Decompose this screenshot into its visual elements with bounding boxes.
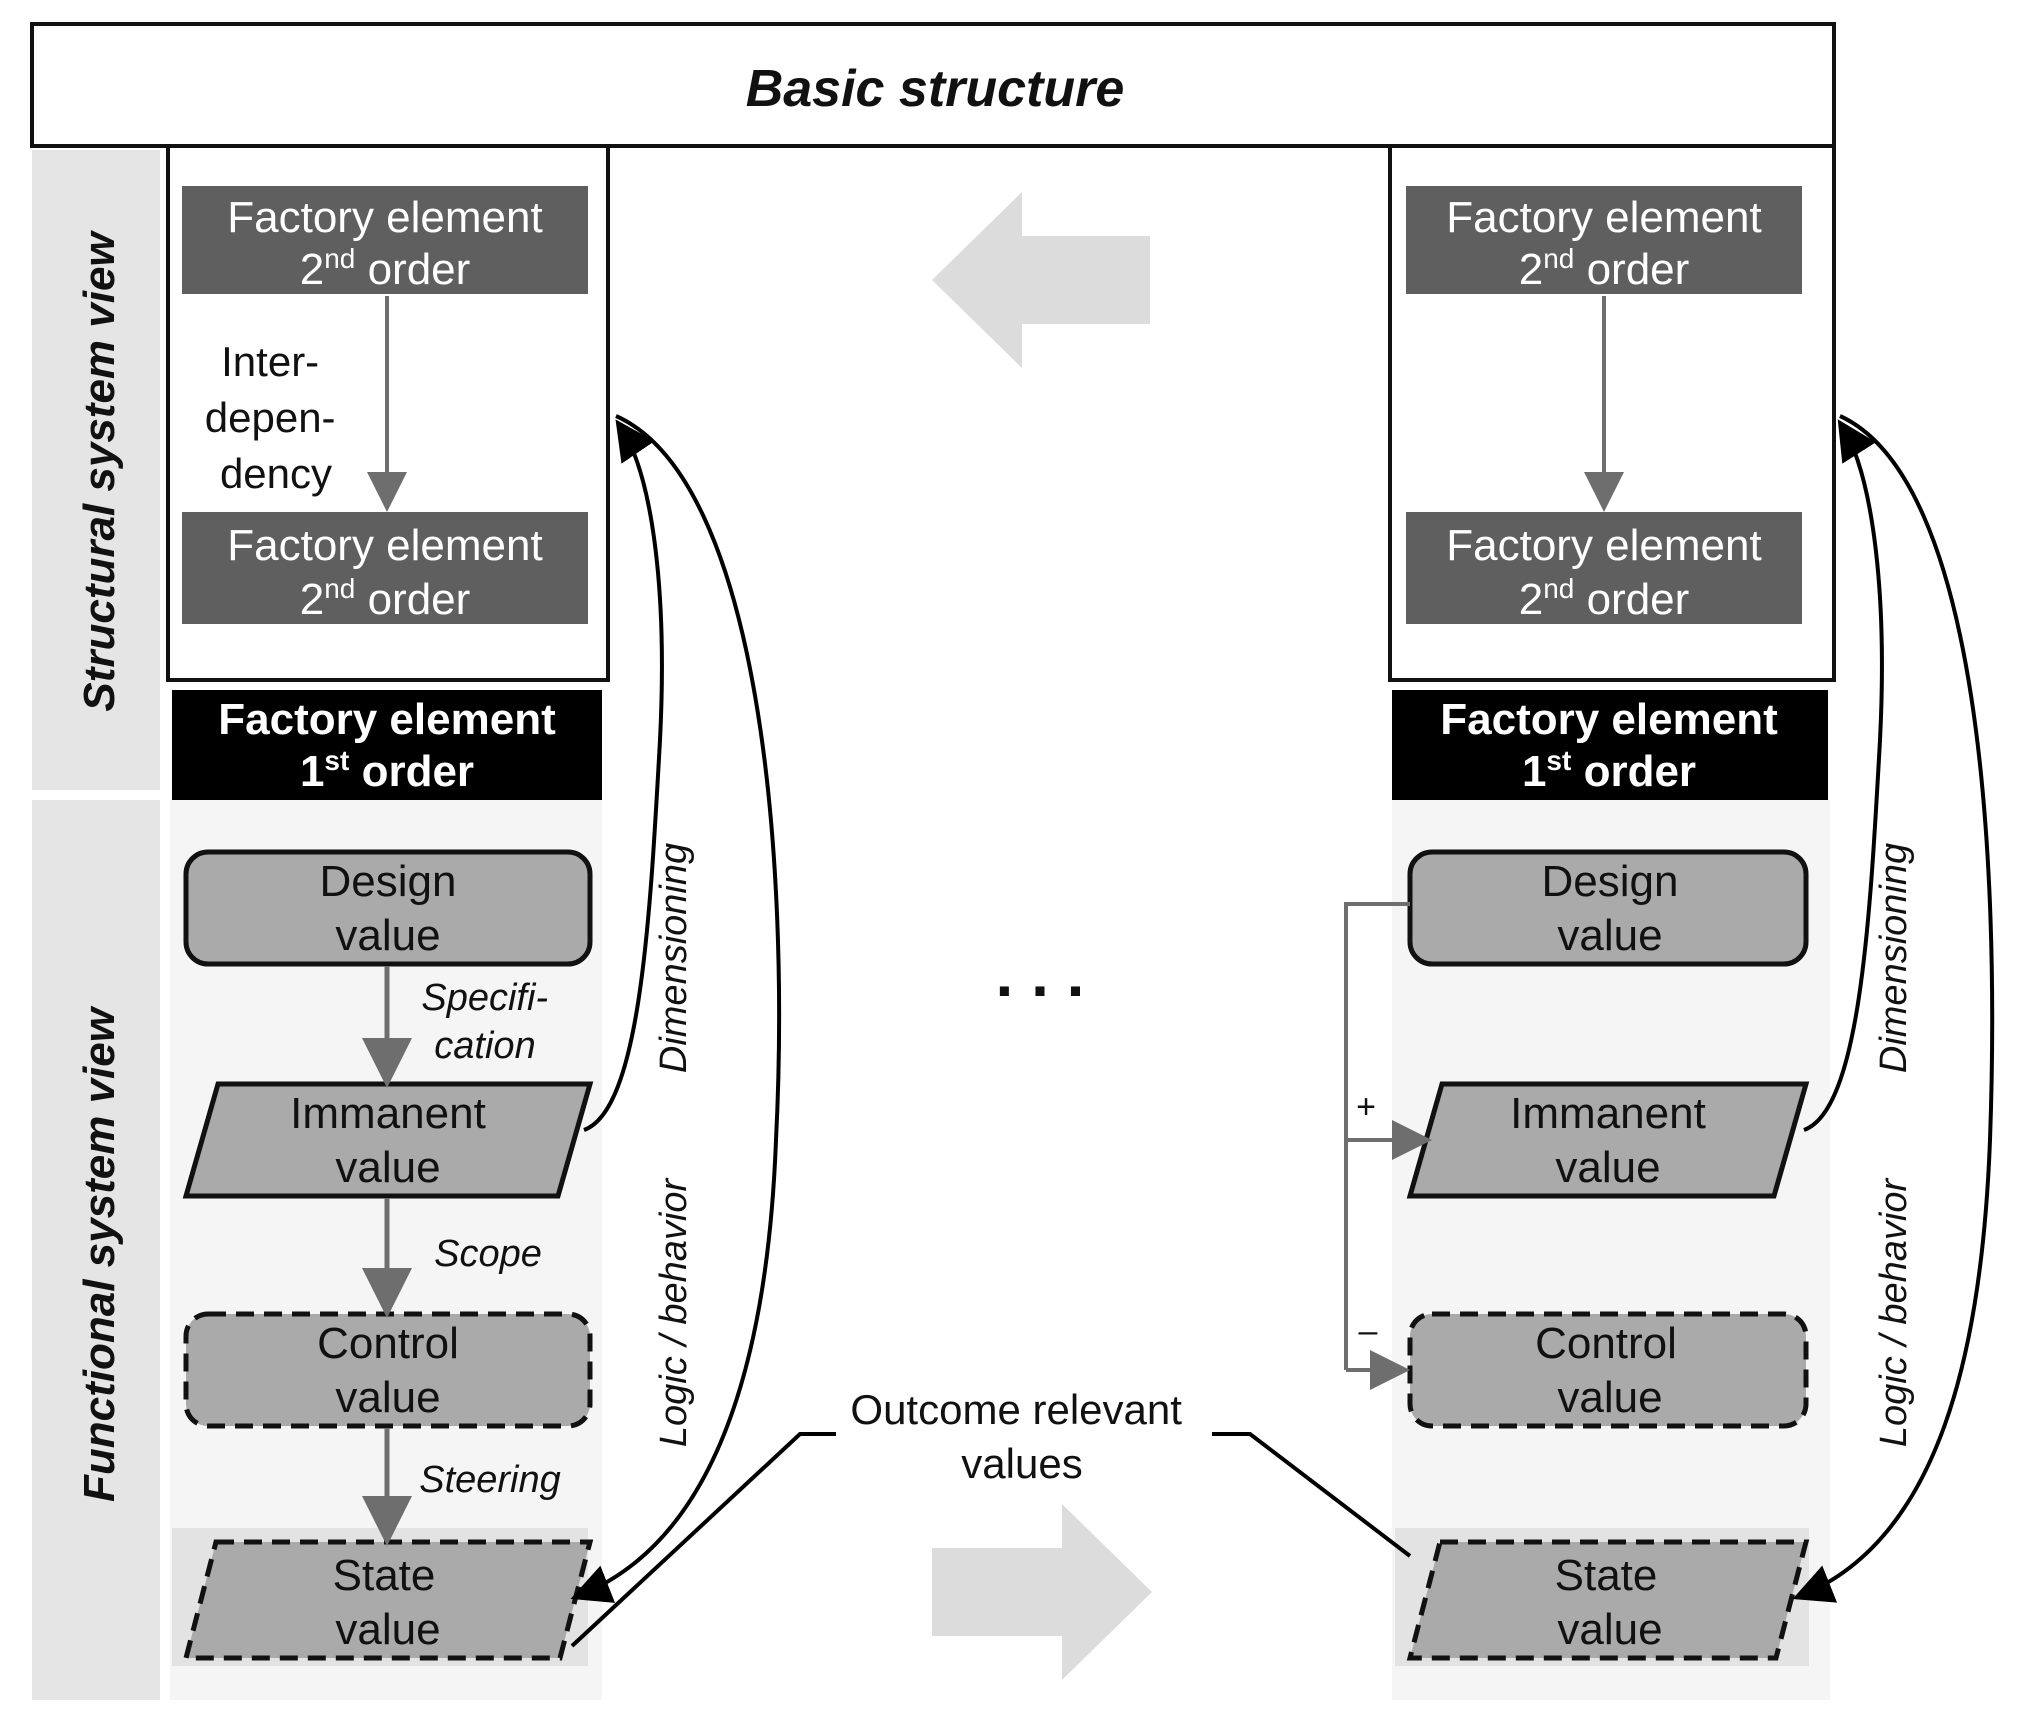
- left-design-value-node: Design value: [183, 849, 593, 967]
- steering-label: Steering: [419, 1459, 561, 1501]
- ellipsis: . . .: [996, 938, 1085, 1010]
- svg-text:Design: Design: [320, 857, 457, 906]
- left-state-value-node: State value: [182, 1539, 594, 1661]
- right-dimensioning-label: Dimensioning: [1873, 843, 1915, 1073]
- svg-text:State: State: [333, 1551, 436, 1600]
- right-logic-curve: [1792, 414, 1995, 1603]
- left-logic-curve: [570, 414, 782, 1603]
- svg-text:Factory element: Factory element: [227, 193, 542, 242]
- outcome-right-leader: [1212, 1432, 1412, 1558]
- outcome-relevant-label: Outcome relevant values: [850, 1386, 1193, 1487]
- svg-text:2nd order: 2nd order: [300, 573, 471, 624]
- svg-text:value: value: [1557, 1605, 1662, 1654]
- svg-text:Factory element: Factory element: [1446, 521, 1761, 570]
- svg-text:value: value: [1557, 911, 1662, 960]
- right-factory-element-2nd-top: Factory element 2nd order: [1406, 186, 1802, 294]
- svg-text:Immanent: Immanent: [290, 1089, 486, 1138]
- svg-text:value: value: [1557, 1373, 1662, 1422]
- svg-text:2nd order: 2nd order: [1519, 243, 1690, 294]
- svg-text:Factory element: Factory element: [1440, 695, 1778, 744]
- svg-text:Control: Control: [1535, 1319, 1677, 1368]
- right-pointing-arrow: [932, 1504, 1152, 1680]
- plus-sign: +: [1356, 1088, 1376, 1126]
- svg-text:value: value: [1555, 1143, 1660, 1192]
- functional-view-label: Functional system view: [75, 1005, 124, 1502]
- right-dimensioning-curve: [1803, 419, 1884, 1132]
- right-control-value-node: Control value: [1407, 1311, 1809, 1429]
- left-logic-label: Logic / behavior: [653, 1178, 695, 1448]
- functional-view-band: [32, 800, 160, 1700]
- svg-text:Immanent: Immanent: [1510, 1089, 1706, 1138]
- svg-text:Factory element: Factory element: [227, 521, 542, 570]
- svg-text:Factory element: Factory element: [1446, 193, 1761, 242]
- interdependency-label: Inter- depen- dency: [205, 338, 347, 497]
- basic-structure-header: [30, 22, 1836, 148]
- left-control-value-node: Control value: [183, 1311, 593, 1429]
- svg-text:State: State: [1555, 1551, 1658, 1600]
- right-state-value-node: State value: [1406, 1539, 1810, 1661]
- svg-text:1st order: 1st order: [1522, 745, 1696, 796]
- svg-text:value: value: [335, 1143, 440, 1192]
- svg-text:value: value: [335, 1373, 440, 1422]
- specification-label: Specifi- cation: [421, 977, 558, 1067]
- left-pointing-arrow: [932, 192, 1150, 368]
- left-factory-element-1st: Factory element 1st order: [172, 690, 602, 800]
- right-immanent-value-node: Immanent value: [1406, 1081, 1810, 1199]
- left-dimensioning-curve: [583, 419, 664, 1132]
- left-immanent-value-node: Immanent value: [182, 1081, 594, 1199]
- right-factory-element-1st: Factory element 1st order: [1392, 690, 1828, 800]
- outcome-left-leader: [570, 1432, 836, 1648]
- svg-text:value: value: [335, 1605, 440, 1654]
- right-factory-element-2nd-bottom: Factory element 2nd order: [1406, 512, 1802, 624]
- svg-text:1st order: 1st order: [300, 745, 474, 796]
- minus-sign: –: [1359, 1312, 1378, 1350]
- svg-text:value: value: [335, 911, 440, 960]
- structural-view-band: [32, 150, 160, 790]
- scope-label: Scope: [434, 1233, 542, 1275]
- svg-text:2nd order: 2nd order: [1519, 573, 1690, 624]
- svg-text:Factory element: Factory element: [218, 695, 556, 744]
- right-design-feedback-line: [1344, 902, 1410, 1370]
- right-logic-label: Logic / behavior: [1873, 1178, 1915, 1448]
- svg-text:2nd order: 2nd order: [300, 243, 471, 294]
- right-design-value-node: Design value: [1407, 849, 1809, 967]
- structural-view-label: Structural system view: [75, 230, 124, 712]
- svg-text:Control: Control: [317, 1319, 459, 1368]
- left-factory-element-2nd-top: Factory element 2nd order: [182, 186, 588, 294]
- basic-structure-title: Basic structure: [746, 60, 1125, 118]
- svg-text:Design: Design: [1542, 857, 1679, 906]
- left-dimensioning-label: Dimensioning: [653, 843, 695, 1073]
- left-factory-element-2nd-bottom: Factory element 2nd order: [182, 512, 588, 624]
